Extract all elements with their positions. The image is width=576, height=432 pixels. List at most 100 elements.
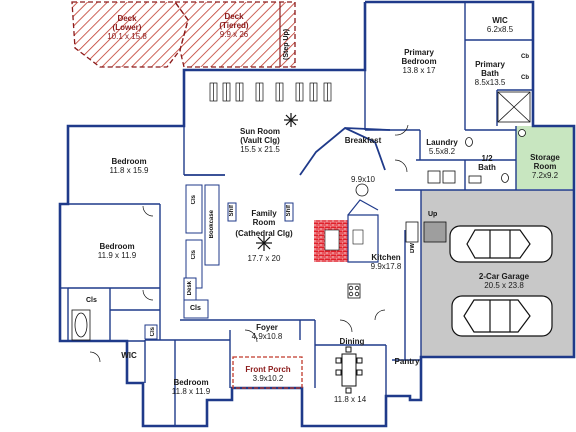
breakfast-label: Breakfast [334, 136, 392, 145]
foyer-label: Foyer 4.9x10.8 [242, 323, 292, 341]
room-name: WIC [492, 16, 508, 25]
bedroom-3-label: Bedroom 11.8 x 11.9 [158, 378, 224, 396]
bookcase-label: Bookcase [209, 210, 215, 239]
room-dims: 15.5 x 21.5 [240, 145, 280, 154]
closet-label-5: Cls [86, 297, 97, 304]
step-up-label: (Step Up) [283, 28, 290, 60]
room-name: Deck [224, 12, 244, 21]
room-name: Kitchen [371, 253, 401, 262]
laundry-label: Laundry 5.5x8.2 [418, 138, 466, 156]
room-dims: 5.5x8.2 [428, 147, 456, 156]
room-name: Primary [404, 48, 434, 57]
room-dims: 8.5x13.5 [474, 78, 506, 87]
door-swings [89, 124, 409, 363]
closet-label-4: Cls [190, 305, 201, 312]
fireplace [314, 199, 379, 263]
room-name: 2-Car Garage [478, 272, 530, 281]
room-name: Front Porch [245, 365, 291, 374]
kitchen-label: Kitchen 9.9x17.8 [364, 253, 408, 271]
vault-ceiling-icon [284, 113, 298, 127]
wic-top-label: WIC 6.2x8.5 [475, 16, 525, 34]
sun-room-bay [184, 126, 391, 176]
room-sub: (Vault Clg) [240, 136, 280, 145]
kitchen-island [405, 221, 419, 243]
room-sub: (Tiered) [219, 21, 249, 30]
primary-bedroom-label: Primary Bedroom 13.8 x 17 [388, 48, 450, 75]
room-name: Laundry [426, 138, 458, 147]
room-name: Pantry [394, 357, 420, 366]
room-dims: 7.2x9.2 [531, 171, 559, 180]
room-name-2: Room [252, 218, 276, 227]
breakfast-table [355, 183, 369, 197]
kitchen-range [347, 283, 361, 299]
breakfast-dims: 9.9x10 [334, 175, 392, 184]
exterior-walls [58, 0, 576, 428]
deck-tiered [173, 1, 296, 68]
bath-fixtures [71, 91, 531, 341]
garage-label: 2-Car Garage 20.5 x 23.8 [462, 272, 546, 290]
room-dims: 20.5 x 23.8 [484, 281, 524, 290]
storage-floor [516, 126, 574, 189]
room-name: Bedroom [111, 157, 147, 166]
room-dims: 11.8 x 15.9 [109, 166, 149, 175]
room-sub: (Lower) [112, 23, 142, 32]
shelf-label-2: Shlf [286, 205, 292, 217]
pantry-label: Pantry [388, 357, 426, 366]
closet-label-3: Cls [150, 327, 156, 337]
room-name: Bedroom [173, 378, 209, 387]
room-name-2: Room [533, 162, 557, 171]
stairs-up-label: Up [428, 211, 438, 218]
bedroom-1-label: Bedroom 11.8 x 15.9 [96, 157, 162, 175]
room-dims: 11.8 x 14 [333, 395, 367, 404]
primary-bath-label: Primary Bath 8.5x13.5 [466, 60, 514, 87]
stairs-up [423, 221, 447, 243]
room-dims: 13.8 x 17 [402, 66, 436, 75]
room-dims: 9.9x10 [350, 175, 376, 184]
car-top [449, 225, 553, 263]
room-dims: 11.9 x 11.9 [97, 251, 137, 260]
dining-label: Dining [330, 337, 374, 346]
family-room-dims: 17.7 x 20 [228, 254, 300, 263]
room-dims: 9.9x17.8 [370, 262, 402, 271]
room-name: Storage [530, 153, 560, 162]
room-name-2: Bath [478, 163, 496, 172]
desk-label: Desk [187, 281, 193, 296]
room-dims: 3.9x10.2 [252, 374, 284, 383]
room-name-2: Bedroom [401, 57, 437, 66]
dining-table [335, 346, 363, 394]
room-name: Deck [117, 14, 137, 23]
closet-label-2: Cls [191, 250, 197, 260]
sun-room-label: Sun Room (Vault Clg) 15.5 x 21.5 [228, 127, 292, 154]
room-name: Breakfast [344, 136, 382, 145]
sun-room-windows [209, 82, 332, 102]
deck-lower-label: Deck (Lower) 10.1 x 15.8 [92, 14, 162, 41]
room-name-2: Bath [481, 69, 499, 78]
room-name: Foyer [256, 323, 278, 332]
room-name: Primary [475, 60, 505, 69]
storage-label: Storage Room 7.2x9.2 [518, 153, 572, 180]
room-name: Family [251, 209, 277, 218]
dining-dims: 11.8 x 14 [320, 395, 380, 404]
closet-label-1: Cls [191, 195, 197, 205]
room-dims: 6.2x8.5 [486, 25, 514, 34]
front-porch-label: Front Porch 3.9x10.2 [236, 365, 300, 383]
room-dims: 9.9 x 26 [219, 30, 249, 39]
room-name: 1/2 [481, 154, 493, 163]
room-name: Bedroom [99, 242, 135, 251]
room-sub: (Cathedral Clg) [235, 229, 293, 238]
bedroom-2-label: Bedroom 11.9 x 11.9 [84, 242, 150, 260]
wic-left-label: WIC [114, 351, 144, 360]
shelf-label-1: Shlf [229, 205, 235, 217]
room-name: Dining [339, 337, 365, 346]
dishwasher-label: DW [410, 243, 416, 253]
cabinet-label-2: Cb [521, 75, 529, 81]
front-porch-outline [232, 356, 303, 389]
cabinet-label-1: Cb [521, 54, 529, 60]
room-dims: 11.8 x 11.9 [171, 387, 211, 396]
room-dims: 17.7 x 20 [247, 254, 281, 263]
room-name: Sun Room [240, 127, 280, 136]
deck-tiered-label: Deck (Tiered) 9.9 x 26 [198, 12, 270, 39]
family-room-label: Family Room (Cathedral Clg) [228, 209, 300, 238]
car-bottom [451, 295, 553, 337]
